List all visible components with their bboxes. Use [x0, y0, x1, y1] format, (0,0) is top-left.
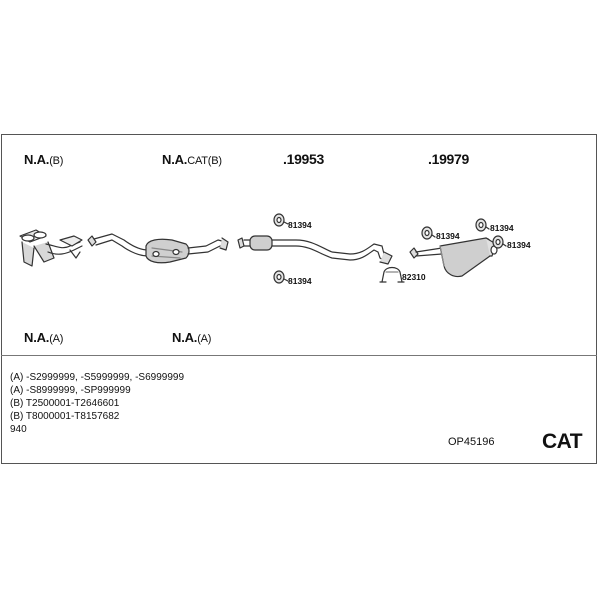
label-part-19953: .19953	[283, 151, 325, 167]
exhaust-manifold-part	[19, 229, 83, 267]
note-line: 940	[10, 424, 27, 435]
applicability-notes: (A) -S2999999, -S5999999, -S6999999 (A) …	[10, 371, 184, 436]
rear-silencer-part	[409, 237, 498, 278]
part-label-clamp: 82310	[402, 272, 426, 282]
diagram-separator	[1, 355, 597, 356]
part-label-hanger-top-mid: 81394	[288, 220, 312, 230]
part-label-hanger-rear-2: 81394	[490, 223, 514, 233]
part-label-hanger-rear-1: 81394	[436, 231, 460, 241]
middle-silencer-part	[237, 235, 393, 265]
rubber-hanger-bottom-mid	[273, 270, 289, 284]
part-label-hanger-rear-3: 81394	[507, 240, 531, 250]
label-na-cat-b: N.A.CAT(B)	[162, 152, 222, 167]
part-label-hanger-bottom-mid: 81394	[288, 276, 312, 286]
note-line: (B) T8000001-T8157682	[10, 411, 120, 422]
label-na-a-mid: N.A.(A)	[172, 330, 212, 345]
kit-code: OP45196	[448, 436, 495, 448]
rubber-hanger-rear-1	[421, 226, 436, 240]
label-part-19979: .19979	[428, 151, 470, 167]
label-na-b: N.A.(B)	[24, 152, 64, 167]
diagram-frame	[1, 134, 597, 464]
exhaust-clamp	[379, 266, 405, 283]
note-line: (A) -S8999999, -SP999999	[10, 385, 131, 396]
catalytic-converter-part	[87, 233, 229, 264]
rubber-hanger-top-mid	[273, 213, 289, 227]
note-line: (A) -S2999999, -S5999999, -S6999999	[10, 372, 185, 383]
note-line: (B) T2500001-T2646601	[10, 398, 120, 409]
label-na-a-left: N.A.(A)	[24, 330, 64, 345]
rubber-hanger-rear-2	[475, 218, 490, 232]
category-label: CAT	[542, 430, 583, 453]
rubber-hanger-rear-3	[492, 235, 507, 249]
